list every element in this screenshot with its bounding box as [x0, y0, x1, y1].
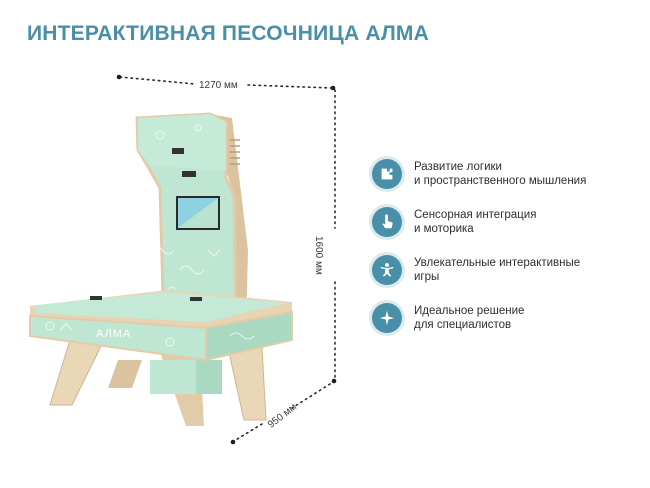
feature-line: Развитие логики [414, 161, 502, 173]
brain-puzzle-icon [372, 159, 402, 189]
page-title: ИНТЕРАКТИВНАЯ ПЕСОЧНИЦА АЛМА [27, 22, 429, 45]
finger-touch-icon [372, 207, 402, 237]
feature-line: Увлекательные интерактивные [414, 257, 581, 269]
dimension-height-label: 1600 мм [313, 236, 324, 275]
feature-item: Развитие логики и пространственного мышл… [372, 150, 642, 198]
feature-text: Сенсорная интеграция и моторика [414, 208, 536, 236]
dimension-endpoints [116, 74, 337, 445]
feature-text: Увлекательные интерактивные игры [414, 256, 580, 284]
feature-list: Развитие логики и пространственного мышл… [372, 150, 642, 342]
child-play-icon [372, 255, 402, 285]
dimension-lines [119, 76, 336, 442]
feature-line: и моторика [414, 223, 474, 235]
dimension-width-label: 1270 мм [199, 80, 238, 91]
feature-item: Увлекательные интерактивные игры [372, 246, 642, 294]
product-label: АЛМА [96, 328, 131, 340]
feature-line: игры [414, 271, 440, 283]
feature-text: Идеальное решение для специалистов [414, 304, 524, 332]
feature-line: Сенсорная интеграция [414, 209, 537, 221]
feature-line: Идеальное решение [414, 305, 525, 317]
sparkle-icon [372, 303, 402, 333]
table-top: АЛМА [29, 290, 293, 362]
table-legs [49, 339, 267, 426]
feature-item: Сенсорная интеграция и моторика [372, 198, 642, 246]
feature-item: Идеальное решение для специалистов [372, 294, 642, 342]
feature-line: и пространственного мышления [414, 175, 587, 187]
feature-text: Развитие логики и пространственного мышл… [414, 160, 586, 188]
feature-line: для специалистов [414, 319, 512, 331]
